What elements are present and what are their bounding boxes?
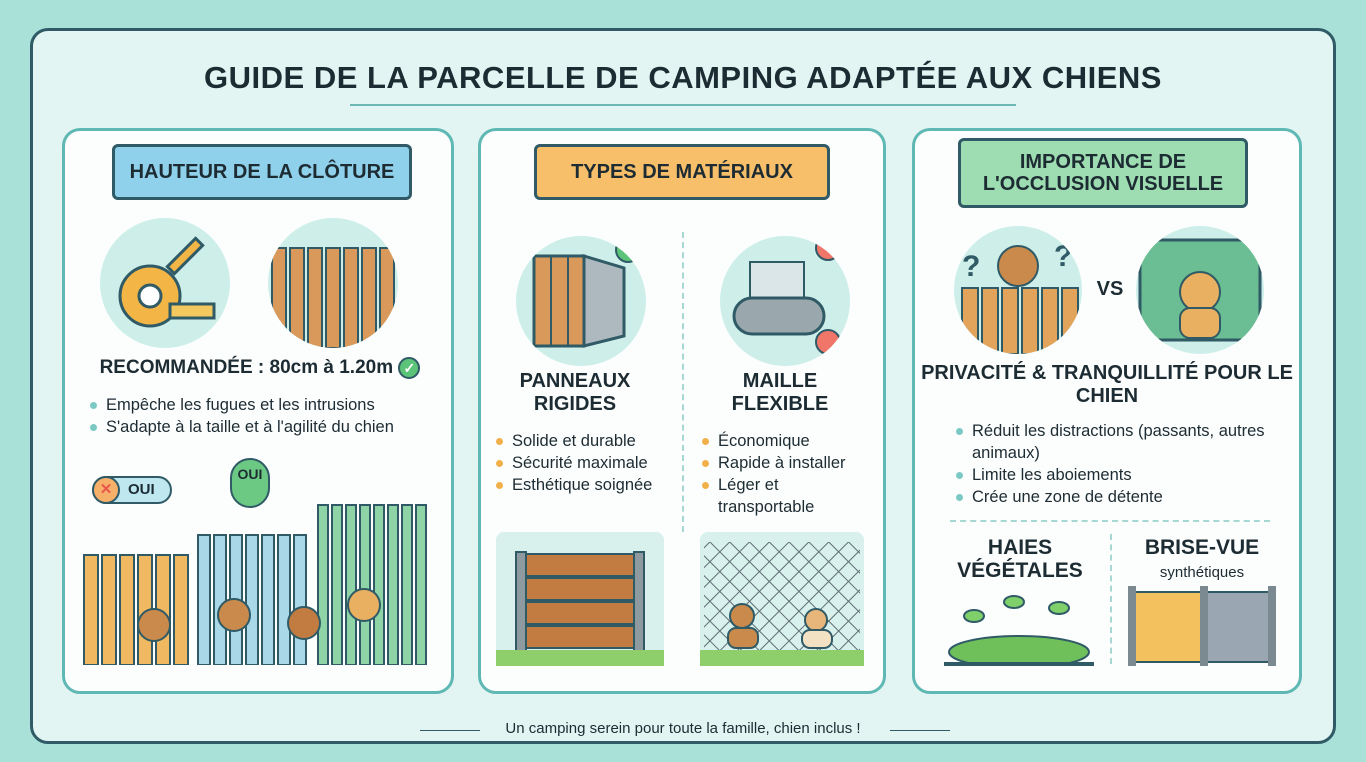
fence-picket-high xyxy=(387,504,399,665)
ribbon-materials: TYPES DE MATÉRIAUX xyxy=(534,144,830,200)
bullet: Esthétique soignée xyxy=(494,474,652,496)
dog-head xyxy=(217,598,251,632)
fence-picket xyxy=(307,247,323,348)
fence-picket-mid xyxy=(197,534,211,665)
bullet: Réduit les distractions (passants, autre… xyxy=(954,420,1284,464)
fence-picket-high xyxy=(415,504,427,665)
recommended-height: RECOMMANDÉE : 80cm à 1.20m xyxy=(99,357,394,378)
footer-tagline: Un camping serein pour toute la famille,… xyxy=(505,720,861,737)
rigid-panels-title: PANNEAUX RIGIDES xyxy=(519,370,631,415)
occlusion-bullets: Réduit les distractions (passants, autre… xyxy=(954,420,1284,508)
fence-dogs-icon xyxy=(268,218,398,348)
fence-picket-high xyxy=(331,504,343,665)
fence-picket-mid xyxy=(261,534,275,665)
privacy-subtitle: PRIVACITÉ & TRANQUILLITÉ POUR LE CHIEN xyxy=(921,362,1293,407)
fence-picket xyxy=(343,247,359,348)
tape-measure-icon xyxy=(100,218,230,348)
svg-text:?: ? xyxy=(1054,240,1072,273)
fence-picket-low xyxy=(101,554,117,665)
fence-picket-low xyxy=(173,554,189,665)
divider xyxy=(682,232,684,532)
footer-line-right xyxy=(890,730,950,731)
hedges-title: HAIES VÉGÉTALES xyxy=(957,536,1083,582)
fence-picket-high xyxy=(345,504,357,665)
title-underline xyxy=(350,104,1016,106)
bullet: S'adapte à la taille et à l'agilité du c… xyxy=(88,416,394,438)
mesh-bullets: Économique Rapide à installer Léger et t… xyxy=(700,430,870,518)
mesh-fence-illustration xyxy=(700,532,864,666)
bullet: Empêche les fugues et les intrusions xyxy=(88,394,394,416)
fence-picket xyxy=(379,247,395,348)
fence-picket-low xyxy=(119,554,135,665)
fence-picket xyxy=(271,247,287,348)
vs-label: VS xyxy=(1096,278,1124,300)
fence-bullets: Empêche les fugues et les intrusions S'a… xyxy=(88,394,394,438)
fence-picket-mid xyxy=(245,534,259,665)
fence-comparison-illustration xyxy=(83,504,427,665)
badge-yes: OUI xyxy=(230,458,270,508)
dog-head xyxy=(137,608,171,642)
page-title: GUIDE DE LA PARCELLE DE CAMPING ADAPTÉE … xyxy=(204,60,1162,95)
bullet: Solide et durable xyxy=(494,430,652,452)
fence-picket xyxy=(361,247,377,348)
fence-picket-high xyxy=(359,504,371,665)
fence-picket-high xyxy=(317,504,329,665)
ribbon-fence-height: HAUTEUR DE LA CLÔTURE xyxy=(112,144,412,200)
bullet: Crée une zone de détente xyxy=(954,486,1284,508)
mesh-roll-icon xyxy=(720,236,850,366)
svg-text:?: ? xyxy=(962,250,980,283)
ribbon-occlusion: IMPORTANCE DE L'OCCLUSION VISUELLE xyxy=(958,138,1248,208)
rigid-panel-icon xyxy=(516,236,646,366)
rigid-fence-illustration xyxy=(496,532,664,666)
fence-picket-low xyxy=(83,554,99,665)
badge-no: OUI✕ xyxy=(92,476,172,504)
bullet: Léger et transportable xyxy=(700,474,870,518)
bullet: Économique xyxy=(700,430,870,452)
curious-dog-fence-icon: ?? xyxy=(954,226,1082,354)
check-icon: ✓ xyxy=(398,356,421,379)
fence-picket xyxy=(289,247,305,348)
hedge-illustration xyxy=(944,595,1094,666)
screened-dog-icon xyxy=(1136,226,1264,354)
fence-picket-mid xyxy=(277,534,291,665)
cross-icon: ✕ xyxy=(92,476,120,504)
synthetic-screen-illustration xyxy=(1128,586,1276,666)
flexible-mesh-title: MAILLE FLEXIBLE xyxy=(731,370,829,415)
fence-picket-high xyxy=(373,504,385,665)
rigid-bullets: Solide et durable Sécurité maximale Esth… xyxy=(494,430,652,496)
fence-picket-mid xyxy=(213,534,227,665)
dog-head xyxy=(347,588,381,622)
bullet: Rapide à installer xyxy=(700,452,870,474)
bullet: Limite les aboiements xyxy=(954,464,1284,486)
divider xyxy=(950,520,1270,522)
fence-picket-mid xyxy=(293,534,307,665)
footer-line-left xyxy=(420,730,480,731)
fence-picket xyxy=(325,247,341,348)
fence-picket-high xyxy=(401,504,413,665)
bullet: Sécurité maximale xyxy=(494,452,652,474)
divider xyxy=(1110,534,1112,664)
dog-head xyxy=(287,606,321,640)
